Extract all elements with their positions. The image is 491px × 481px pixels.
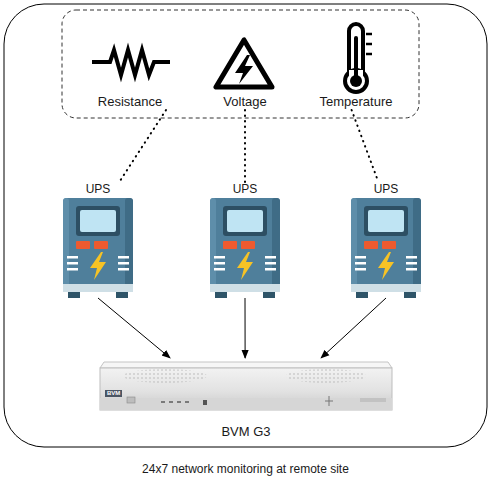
ups-node: UPS: [60, 182, 136, 298]
node-label: UPS: [233, 182, 258, 197]
device-illustration: [100, 362, 392, 410]
node-label: Voltage: [223, 94, 266, 110]
ups-illustration: [63, 198, 133, 298]
ups-illustration: [351, 198, 421, 298]
dotted-link: [119, 110, 166, 182]
ups-node: UPS: [207, 182, 283, 298]
dotted-link: [244, 110, 246, 182]
ups-illustration: [210, 198, 280, 298]
node-label: UPS: [86, 182, 111, 197]
node-label: Resistance: [98, 94, 162, 110]
arrow-connector: [98, 298, 170, 358]
resistor-symbol: [92, 50, 170, 75]
voltage-symbol: [216, 40, 272, 87]
sensor-group-frame: [62, 10, 419, 118]
device-node: BVM G3: [100, 358, 392, 440]
node-label: Temperature: [320, 94, 393, 110]
thermometer-symbol: [345, 24, 372, 92]
dotted-link: [352, 110, 379, 182]
node-label: UPS: [374, 182, 399, 197]
device-logo: BVM: [105, 390, 122, 397]
outer-frame: [4, 4, 487, 447]
arrow-connector: [321, 298, 386, 358]
sensor-node: Resistance: [90, 30, 170, 110]
sensor-node: Voltage: [205, 30, 285, 110]
arrow-connector: [245, 298, 246, 358]
node-label: BVM G3: [221, 424, 270, 440]
ups-node: UPS: [348, 182, 424, 298]
sensor-node: Temperature: [312, 30, 400, 110]
caption: 24x7 network monitoring at remote site: [0, 462, 491, 476]
